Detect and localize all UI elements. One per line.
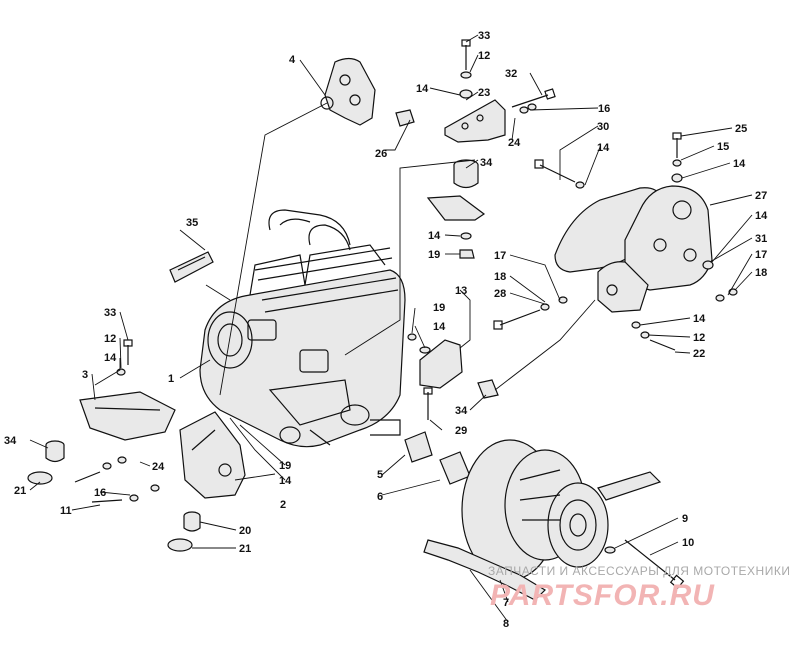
callout-34-mid: 34	[455, 405, 468, 417]
callout-3: 3	[82, 369, 88, 381]
part-belt-8	[423, 471, 662, 601]
callout-34-left: 34	[4, 435, 17, 447]
callout-14-g: 14	[433, 321, 446, 333]
callout-18-b: 18	[755, 267, 767, 279]
callout-1: 1	[168, 373, 174, 385]
callout-17-a: 17	[494, 250, 506, 262]
part-bolts-right	[493, 132, 738, 351]
callout-14-d: 14	[733, 158, 746, 170]
callout-17-b: 17	[755, 249, 767, 261]
part-bolts-left	[74, 339, 160, 503]
callout-24-left: 24	[152, 461, 165, 473]
callout-6: 6	[377, 491, 383, 503]
callout-10: 10	[682, 537, 694, 549]
part-foot-21-bottom	[167, 538, 193, 552]
part-clutch-7	[461, 439, 609, 581]
part-washers-top	[459, 71, 473, 99]
part-bracket-27	[624, 185, 713, 291]
part-spacer-5	[404, 431, 433, 463]
callout-15: 15	[717, 141, 729, 153]
callout-28: 28	[494, 288, 506, 300]
part-bolt-29	[423, 387, 433, 420]
part-bracket-23	[444, 99, 506, 143]
callout-16-top: 16	[598, 103, 610, 115]
part-bolt-10	[624, 539, 685, 589]
callout-12-right: 12	[693, 332, 705, 344]
callout-14-h: 14	[693, 313, 706, 325]
engine-assembly	[199, 209, 406, 448]
callout-12-top: 12	[478, 50, 490, 62]
callout-9: 9	[682, 513, 688, 525]
callout-7: 7	[503, 597, 509, 609]
part-bracket-13	[407, 333, 463, 389]
callout-22: 22	[693, 348, 705, 360]
callout-4: 4	[289, 54, 296, 66]
part-bracket-3	[79, 391, 176, 441]
callout-33-top: 33	[478, 30, 490, 42]
watermark: ЗАПЧАСТИ И АКСЕССУАРЫ ДЛЯ МОТОТЕХНИКИ PA…	[488, 564, 790, 612]
callout-2: 2	[280, 499, 286, 511]
callout-19-c: 19	[279, 460, 291, 472]
watermark-tagline: ЗАПЧАСТИ И АКСЕССУАРЫ ДЛЯ МОТОТЕХНИКИ	[488, 564, 790, 578]
callout-31: 31	[755, 233, 767, 245]
callout-14-a: 14	[104, 352, 117, 364]
callout-25: 25	[735, 123, 747, 135]
callout-33-left: 33	[104, 307, 116, 319]
callout-labels: 1 2 3 4 5 6 7 8 9 10 11 12 12 12 13 14 1…	[4, 30, 768, 630]
callout-12-left: 12	[104, 333, 116, 345]
part-mount-34-mid	[477, 379, 499, 399]
part-bracket-4	[320, 57, 376, 126]
callout-30: 30	[597, 121, 609, 133]
callout-14-b: 14	[416, 83, 429, 95]
callout-14-f: 14	[428, 230, 441, 242]
callout-35: 35	[186, 217, 198, 229]
leader-lines	[29, 34, 753, 623]
callout-34-top: 34	[480, 157, 493, 169]
callout-21-left: 21	[14, 485, 26, 497]
part-sleeve-6	[439, 451, 471, 485]
part-mount-34-top	[453, 159, 479, 189]
callout-14-i: 14	[279, 475, 292, 487]
part-bolt-33-top	[461, 39, 471, 70]
part-foot-21-left	[27, 471, 53, 485]
callout-23: 23	[478, 87, 490, 99]
callout-16-left: 16	[94, 487, 106, 499]
part-mount-20	[183, 511, 201, 532]
callout-8: 8	[503, 618, 509, 630]
callout-21-bottom: 21	[239, 543, 251, 555]
callout-24-top: 24	[508, 137, 521, 149]
part-clip-26	[395, 109, 415, 127]
part-bracket-2	[179, 411, 246, 499]
part-decal-35	[169, 251, 214, 283]
callout-32: 32	[505, 68, 517, 80]
callout-19-b: 19	[433, 302, 445, 314]
part-bolt-32	[511, 88, 556, 114]
callout-20: 20	[239, 525, 251, 537]
callout-5: 5	[377, 469, 383, 481]
callout-11: 11	[60, 505, 72, 517]
watermark-logo: PARTSFOR.RU	[490, 579, 715, 612]
callout-18-a: 18	[494, 271, 506, 283]
part-washer-nut-mid	[459, 232, 475, 259]
part-washer-9	[604, 546, 616, 554]
part-bracket-lower-right	[597, 261, 649, 313]
callout-27: 27	[755, 190, 767, 202]
callout-14-c: 14	[597, 142, 610, 154]
callout-19-a: 19	[428, 249, 440, 261]
callout-14-e: 14	[755, 210, 768, 222]
callout-29: 29	[455, 425, 467, 437]
part-mount-34-left	[45, 440, 65, 463]
part-plate-top	[426, 195, 486, 221]
callout-13: 13	[455, 285, 467, 297]
callout-26: 26	[375, 148, 387, 160]
